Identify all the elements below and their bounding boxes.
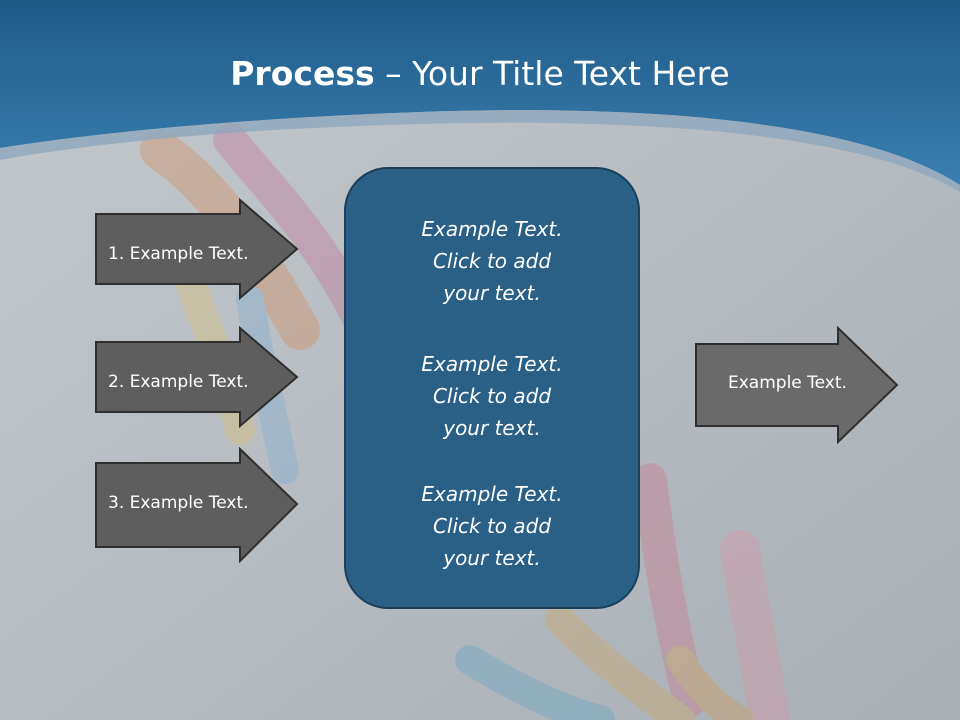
right-arrow-label: Example Text. [728,373,847,393]
center-paragraph-2-line-1: Example Text. [421,352,563,376]
left-arrow-2-label: 2. Example Text. [108,372,249,392]
left-arrow-2[interactable]: 2. Example Text. [94,326,300,428]
title-bold: Process [230,54,375,93]
center-paragraph-1: Example Text. Click to add your text. [346,213,638,309]
arrow-right-icon [95,198,299,300]
center-paragraph-3-line-2: Click to add [432,514,552,538]
slide-title[interactable]: Process – Your Title Text Here [0,52,960,96]
center-paragraph-2: Example Text. Click to add your text. [346,348,638,444]
arrow-right-icon [95,326,299,428]
center-paragraph-3-line-3: your text. [443,546,541,570]
right-output-arrow[interactable]: Example Text. [694,326,900,444]
left-arrow-1-label: 1. Example Text. [108,244,249,264]
center-paragraph-2-line-3: your text. [443,416,541,440]
center-text-box[interactable]: Example Text. Click to add your text. Ex… [344,167,640,609]
center-paragraph-1-line-3: your text. [443,281,541,305]
center-paragraph-3: Example Text. Click to add your text. [346,478,638,574]
arrow-right-icon [95,447,299,563]
center-paragraph-1-line-2: Click to add [432,249,552,273]
center-paragraph-3-line-1: Example Text. [421,482,563,506]
left-arrow-3-label: 3. Example Text. [108,493,249,513]
arrow-right-icon [695,326,899,444]
center-paragraph-2-line-2: Click to add [432,384,552,408]
left-arrow-3[interactable]: 3. Example Text. [94,447,300,563]
title-rest: – Your Title Text Here [374,54,730,93]
center-paragraph-1-line-1: Example Text. [421,217,563,241]
left-arrow-1[interactable]: 1. Example Text. [94,198,300,300]
